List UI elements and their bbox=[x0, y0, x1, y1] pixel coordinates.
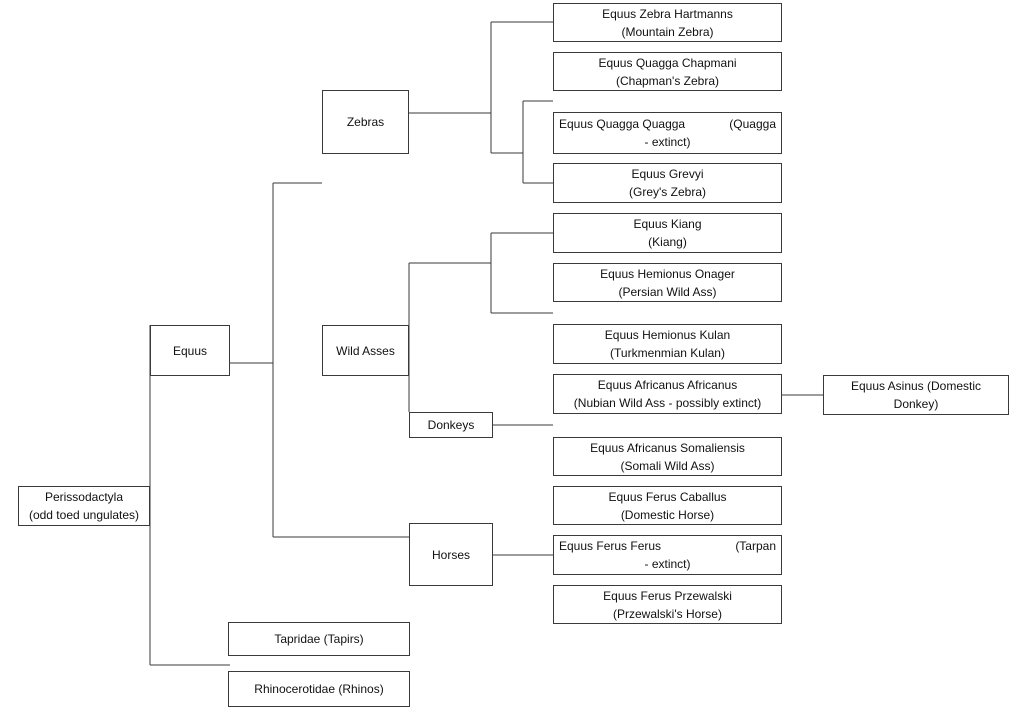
node-label: (Turkmenmian Kulan) bbox=[610, 346, 725, 360]
node-equus: Equus bbox=[150, 325, 230, 376]
node-onager: Equus Hemionus Onager (Persian Wild Ass) bbox=[553, 263, 782, 302]
node-label: (Quagga bbox=[729, 117, 776, 131]
node-label: Zebras bbox=[346, 115, 385, 129]
node-label: Equus Asinus (Domestic bbox=[850, 379, 982, 393]
node-label: Equus Ferus Przewalski bbox=[603, 588, 732, 603]
node-label: (Chapman's Zebra) bbox=[616, 73, 719, 88]
node-label: Horses bbox=[431, 547, 470, 562]
node-kulan: Equus Hemionus Kulan (Turkmenmian Kulan) bbox=[553, 324, 782, 364]
node-label: (Persian Wild Ass) bbox=[618, 284, 717, 299]
node-label: (Somali Wild Ass) bbox=[620, 458, 715, 473]
node-label: Equus Zebra Hartmanns bbox=[602, 6, 733, 21]
node-label: Donkeys bbox=[427, 418, 475, 432]
node-label: Tapridae (Tapirs) bbox=[274, 632, 364, 646]
node-label: (Nubian Wild Ass - possibly extinct) bbox=[573, 396, 762, 410]
node-label: Equus Quagga Chapmani bbox=[598, 55, 737, 70]
node-chapmani: Equus Quagga Chapmani (Chapman's Zebra) bbox=[553, 52, 782, 91]
connector-root bbox=[149, 325, 230, 666]
node-przewalski: Equus Ferus Przewalski (Przewalski's Hors… bbox=[553, 585, 782, 624]
connector-equus bbox=[230, 182, 409, 538]
node-somaliensis: Equus Africanus Somaliensis (Somali Wild … bbox=[553, 437, 782, 476]
node-label: Equus Kiang bbox=[633, 217, 702, 231]
node-label: (Przewalski's Horse) bbox=[613, 606, 722, 621]
node-label: (odd toed ungulates) bbox=[28, 508, 140, 522]
node-africanus: Equus Africanus Africanus (Nubian Wild As… bbox=[553, 374, 782, 414]
node-tarpan: Equus Ferus Ferus (Tarpan - extinct) bbox=[553, 535, 782, 575]
node-perissodactyla: Perissodactyla (odd toed ungulates) bbox=[18, 486, 150, 526]
node-label: Equus Ferus Caballus bbox=[608, 489, 727, 504]
node-label: Wild Asses bbox=[336, 343, 395, 358]
node-label: Equus Quagga Quagga bbox=[559, 117, 686, 131]
node-label: Equus Hemionus Onager bbox=[600, 266, 735, 281]
node-label: Donkey) bbox=[893, 397, 939, 411]
node-tapridae: Tapridae (Tapirs) bbox=[228, 622, 410, 656]
node-label: - extinct) bbox=[644, 557, 691, 571]
node-donkeys: Donkeys bbox=[409, 412, 493, 438]
node-label: (Mountain Zebra) bbox=[621, 24, 714, 39]
node-hartmanns: Equus Zebra Hartmanns (Mountain Zebra) bbox=[553, 3, 782, 42]
node-label: (Grey's Zebra) bbox=[629, 185, 706, 199]
node-label: Equus bbox=[172, 343, 208, 358]
connector-donkeys bbox=[493, 394, 823, 426]
node-horses: Horses bbox=[409, 523, 493, 586]
node-label: Perissodactyla bbox=[44, 490, 124, 504]
node-label: Equus Africanus Africanus bbox=[597, 378, 738, 392]
connector-wild-asses bbox=[408, 232, 553, 412]
node-kiang: Equus Kiang (Kiang) bbox=[553, 213, 782, 253]
node-label: Equus Africanus Somaliensis bbox=[590, 440, 745, 455]
node-wild-asses: Wild Asses bbox=[322, 325, 409, 376]
node-label: (Domestic Horse) bbox=[620, 507, 715, 522]
connector-zebras bbox=[409, 21, 553, 184]
node-zebras: Zebras bbox=[322, 90, 409, 154]
node-label: Equus Ferus Ferus bbox=[559, 539, 662, 553]
node-label: Equus Grevyi bbox=[631, 167, 704, 181]
node-label: Rhinocerotidae (Rhinos) bbox=[254, 682, 384, 696]
node-quagga: Equus Quagga Quagga (Quagga - extinct) bbox=[553, 112, 782, 154]
node-label: (Kiang) bbox=[648, 235, 687, 249]
node-grevyi: Equus Grevyi (Grey's Zebra) bbox=[553, 163, 782, 203]
node-rhinocerotidae: Rhinocerotidae (Rhinos) bbox=[228, 671, 410, 707]
node-label: (Tarpan bbox=[735, 539, 776, 553]
node-caballus: Equus Ferus Caballus (Domestic Horse) bbox=[553, 486, 782, 525]
node-label: - extinct) bbox=[644, 135, 691, 149]
node-label: Equus Hemionus Kulan bbox=[604, 328, 731, 342]
